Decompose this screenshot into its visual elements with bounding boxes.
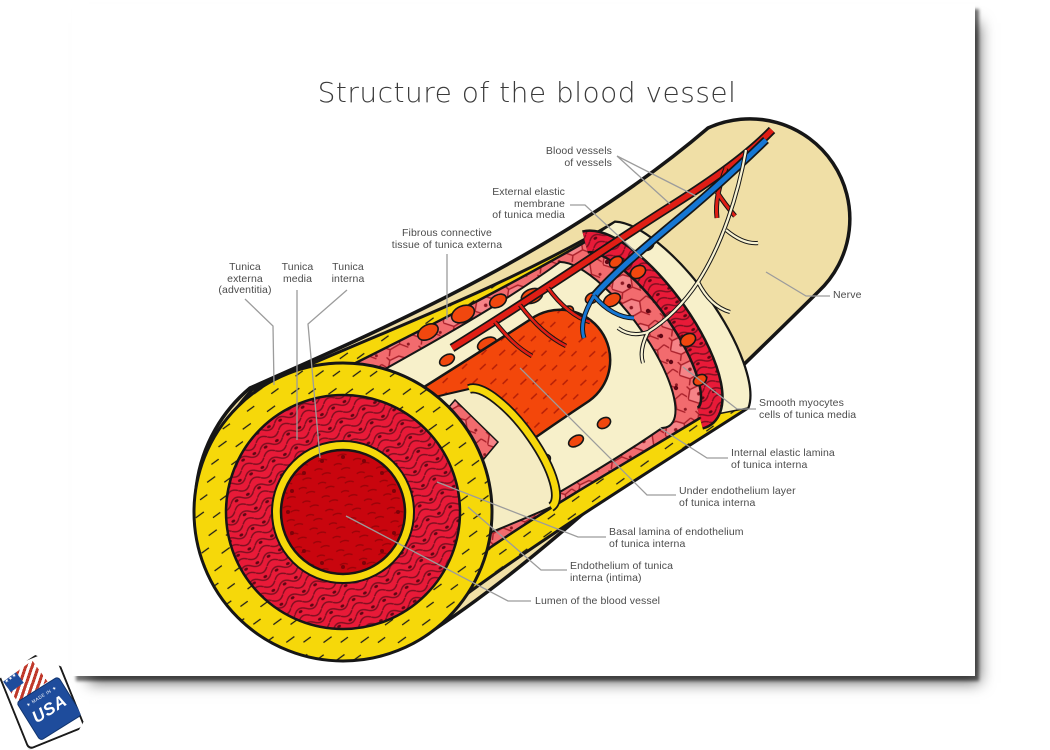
label-nerve: Nerve: [833, 289, 862, 301]
label-lumen: Lumen of the blood vessel: [535, 595, 661, 607]
label-tunica-interna: Tunica interna: [331, 261, 365, 285]
label-blood-vessels: Blood vessels of vessels: [545, 145, 612, 169]
label-endothelium: Endothelium of tunica interna (intima): [570, 560, 674, 584]
label-smooth-myocytes: Smooth myocytes cells of tunica media: [759, 397, 857, 421]
page-title: Structure of the blood vessel: [317, 76, 737, 109]
label-fibrous-connective: Fibrous connective tissue of tunica exte…: [391, 227, 503, 251]
label-tunica-externa: Tunica externa (adventitia): [218, 261, 272, 296]
label-external-elastic: External elastic membrane of tunica medi…: [492, 186, 565, 221]
label-internal-elastic: Internal elastic lamina of tunica intern…: [731, 447, 835, 471]
label-tunica-media: Tunica media: [281, 261, 314, 285]
label-under-endothelium: Under endothelium layer of tunica intern…: [679, 485, 796, 509]
flag-stars-icon: ★★★: [3, 672, 24, 692]
label-basal-lamina: Basal lamina of endothelium of tunica in…: [609, 526, 744, 550]
